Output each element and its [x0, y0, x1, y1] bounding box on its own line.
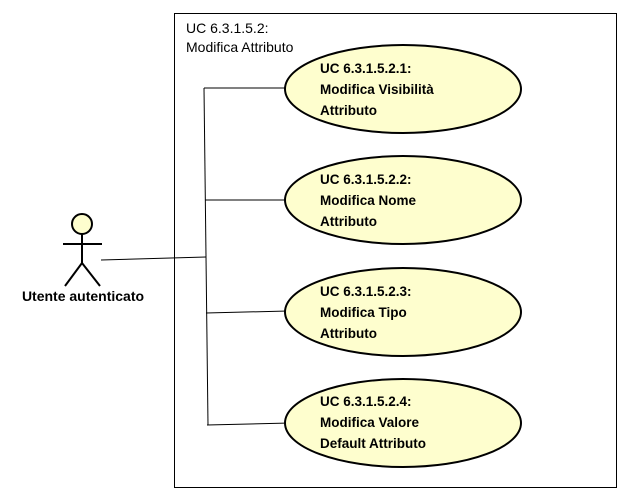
use-case-1-name-cont: Attributo	[320, 103, 377, 118]
use-case-label-3: UC 6.3.1.5.2.3: Modifica Tipo Attributo	[320, 281, 412, 344]
use-case-ellipse-4	[284, 378, 522, 468]
system-boundary	[174, 13, 617, 488]
use-case-4-id: UC 6.3.1.5.2.4:	[320, 394, 412, 409]
use-case-3-id: UC 6.3.1.5.2.3:	[320, 284, 412, 299]
use-case-4-name-cont: Default Attributo	[320, 436, 426, 451]
use-case-label-4: UC 6.3.1.5.2.4: Modifica Valore Default …	[320, 391, 426, 454]
use-case-label-1: UC 6.3.1.5.2.1: Modifica Visibilità Attr…	[320, 58, 434, 121]
use-case-4-name: Modifica Valore	[320, 415, 420, 430]
system-boundary-title-line-1: UC 6.3.1.5.2:	[186, 20, 269, 36]
system-boundary-title: UC 6.3.1.5.2: Modifica Attributo	[186, 19, 293, 57]
use-case-2-id: UC 6.3.1.5.2.2:	[320, 172, 412, 187]
actor-right-leg	[81, 262, 101, 287]
branch-trunk	[203, 87, 209, 426]
use-case-ellipse-2	[284, 155, 522, 245]
actor-left-leg	[64, 262, 83, 287]
use-case-label-2: UC 6.3.1.5.2.2: Modifica Nome Attributo	[320, 169, 416, 232]
use-case-ellipse-1	[284, 44, 522, 134]
use-case-3-name-cont: Attributo	[320, 326, 377, 341]
use-case-ellipse-3	[284, 267, 522, 357]
use-case-1-name: Modifica Visibilità	[320, 82, 434, 97]
actor-connector	[100, 256, 207, 261]
use-case-2-name-cont: Attributo	[320, 214, 377, 229]
use-case-2-name: Modifica Nome	[320, 193, 417, 208]
use-case-3-name: Modifica Tipo	[320, 305, 407, 320]
actor-label: Utente autenticato	[21, 288, 145, 304]
branch-to-uc-4	[206, 422, 291, 426]
branch-to-uc-3	[205, 310, 289, 314]
use-case-1-id: UC 6.3.1.5.2.1:	[320, 61, 412, 76]
actor-figure	[63, 213, 102, 287]
system-boundary-title-line-2: Modifica Attributo	[186, 39, 294, 55]
actor-head	[71, 213, 93, 235]
